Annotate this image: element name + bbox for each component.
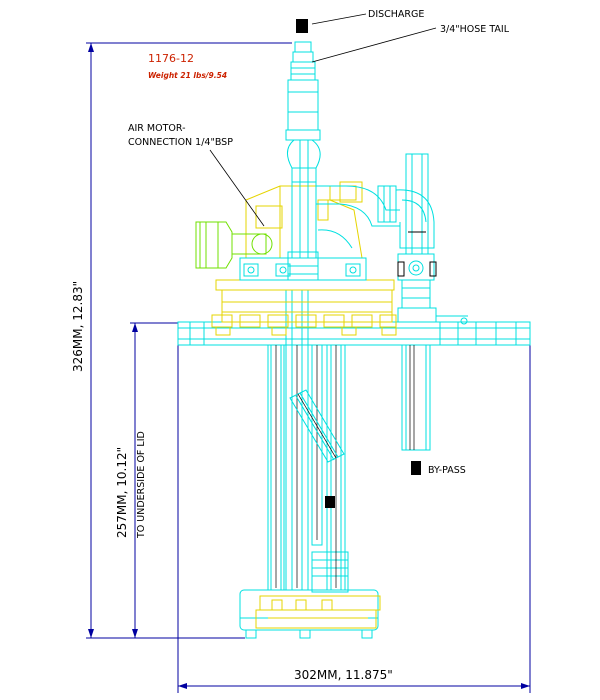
air-motor-inlet <box>195 221 273 269</box>
part-number: 1176-12 <box>148 52 194 65</box>
discharge-marker <box>296 19 308 33</box>
dimension-arrows <box>88 43 530 689</box>
bypass-valve-handle <box>397 231 437 277</box>
pump-body <box>211 181 397 336</box>
motor-housing <box>239 251 367 281</box>
bypass-valve <box>377 153 468 323</box>
hose-tail-label: 3/4"HOSE TAIL <box>440 24 510 35</box>
pump-foot <box>239 589 379 639</box>
discharge-label: DISCHARGE <box>368 9 424 20</box>
leader-lines <box>209 13 437 227</box>
bypass-tube-shading <box>409 345 415 450</box>
bypass-tube <box>401 344 431 451</box>
lid-height-note: TO UNDERSIDE OF LID <box>136 431 147 539</box>
bypass-marker <box>411 461 421 475</box>
column-marker <box>325 496 335 508</box>
dimension-lines <box>86 42 531 693</box>
air-motor-label-line1: AIR MOTOR- <box>128 123 186 134</box>
lid-height-dimension: 257MM, 10.12" <box>115 447 129 538</box>
bypass-label: BY-PASS <box>428 465 466 476</box>
foot-details <box>255 595 381 629</box>
diagonal-tube-shading <box>297 393 337 459</box>
air-motor-label-line2: CONNECTION 1/4"BSP <box>128 137 233 148</box>
discharge-riser <box>285 41 400 258</box>
width-dimension: 302MM, 11.875" <box>294 668 393 682</box>
diagonal-tube <box>289 389 345 463</box>
overall-height-dimension: 326MM, 12.83" <box>71 281 85 372</box>
weight-label: Weight 21 lbs/9.54 <box>148 71 227 80</box>
